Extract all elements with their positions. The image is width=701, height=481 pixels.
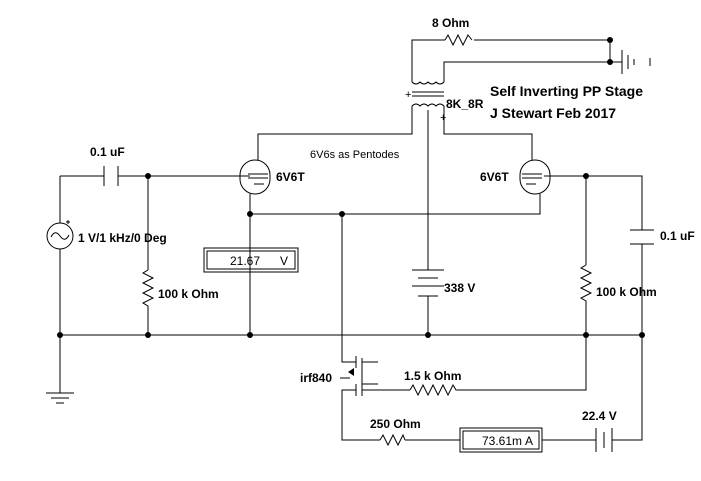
junction-dot xyxy=(607,59,613,65)
transformer-plus-secondary: + xyxy=(440,112,446,124)
mosfet-label: irf840 xyxy=(300,371,332,385)
ht-supply-label: 338 V xyxy=(444,281,475,295)
right-capacitor xyxy=(630,229,654,245)
junction-dot xyxy=(145,332,151,338)
schematic-author-date: J Stewart Feb 2017 xyxy=(490,105,616,121)
left-grid-resistor-label: 100 k Ohm xyxy=(158,287,219,301)
junction-dot xyxy=(339,211,345,217)
bias-battery-label: 22.4 V xyxy=(582,409,617,423)
transformer-plus-primary: + xyxy=(405,89,411,101)
junctions xyxy=(57,37,645,338)
right-tube xyxy=(519,159,551,195)
junction-dot xyxy=(145,173,151,179)
source-resistor-label: 1.5 k Ohm xyxy=(404,369,461,383)
ac-source-label: 1 V/1 kHz/0 Deg xyxy=(78,231,167,245)
right-capacitor-label: 0.1 uF xyxy=(660,229,695,243)
ground-symbol xyxy=(46,392,74,404)
transformer-label: 8K_8R xyxy=(446,97,484,111)
input-capacitor xyxy=(103,166,119,186)
right-grid-resistor-label: 100 k Ohm xyxy=(596,285,657,299)
left-tube-label: 6V6T xyxy=(276,170,305,184)
junction-dot xyxy=(583,173,589,179)
load-resistor xyxy=(444,33,473,47)
ac-source xyxy=(46,220,74,250)
junction-dot xyxy=(583,332,589,338)
left-grid-resistor xyxy=(141,269,155,310)
ammeter xyxy=(459,427,543,453)
bias-resistor-label: 250 Ohm xyxy=(370,417,421,431)
tube-mode-note: 6V6s as Pentodes xyxy=(310,149,400,161)
junction-dot xyxy=(247,332,253,338)
right-tube-label: 6V6T xyxy=(480,170,509,184)
ht-supply xyxy=(412,269,444,297)
output-ground-symbol xyxy=(621,50,651,74)
junction-dot xyxy=(247,211,253,217)
schematic-title: Self Inverting PP Stage xyxy=(490,83,643,99)
junction-dot xyxy=(607,37,613,43)
junction-dot xyxy=(639,332,645,338)
input-capacitor-label: 0.1 uF xyxy=(90,145,125,159)
voltmeter xyxy=(203,247,299,273)
junction-dot xyxy=(57,332,63,338)
voltmeter-value: 21.67 xyxy=(230,254,260,268)
bias-battery xyxy=(595,428,613,452)
load-resistor-label: 8 Ohm xyxy=(432,16,469,30)
source-resistor xyxy=(409,383,460,397)
bias-resistor xyxy=(379,433,406,447)
junction-dot xyxy=(425,332,431,338)
ammeter-unit: A xyxy=(525,434,533,448)
ammeter-value: 73.61m xyxy=(482,434,522,448)
left-tube xyxy=(239,159,271,195)
voltmeter-unit: V xyxy=(280,254,288,268)
mosfet xyxy=(340,356,378,396)
output-transformer xyxy=(411,81,445,107)
right-grid-resistor xyxy=(579,264,593,310)
